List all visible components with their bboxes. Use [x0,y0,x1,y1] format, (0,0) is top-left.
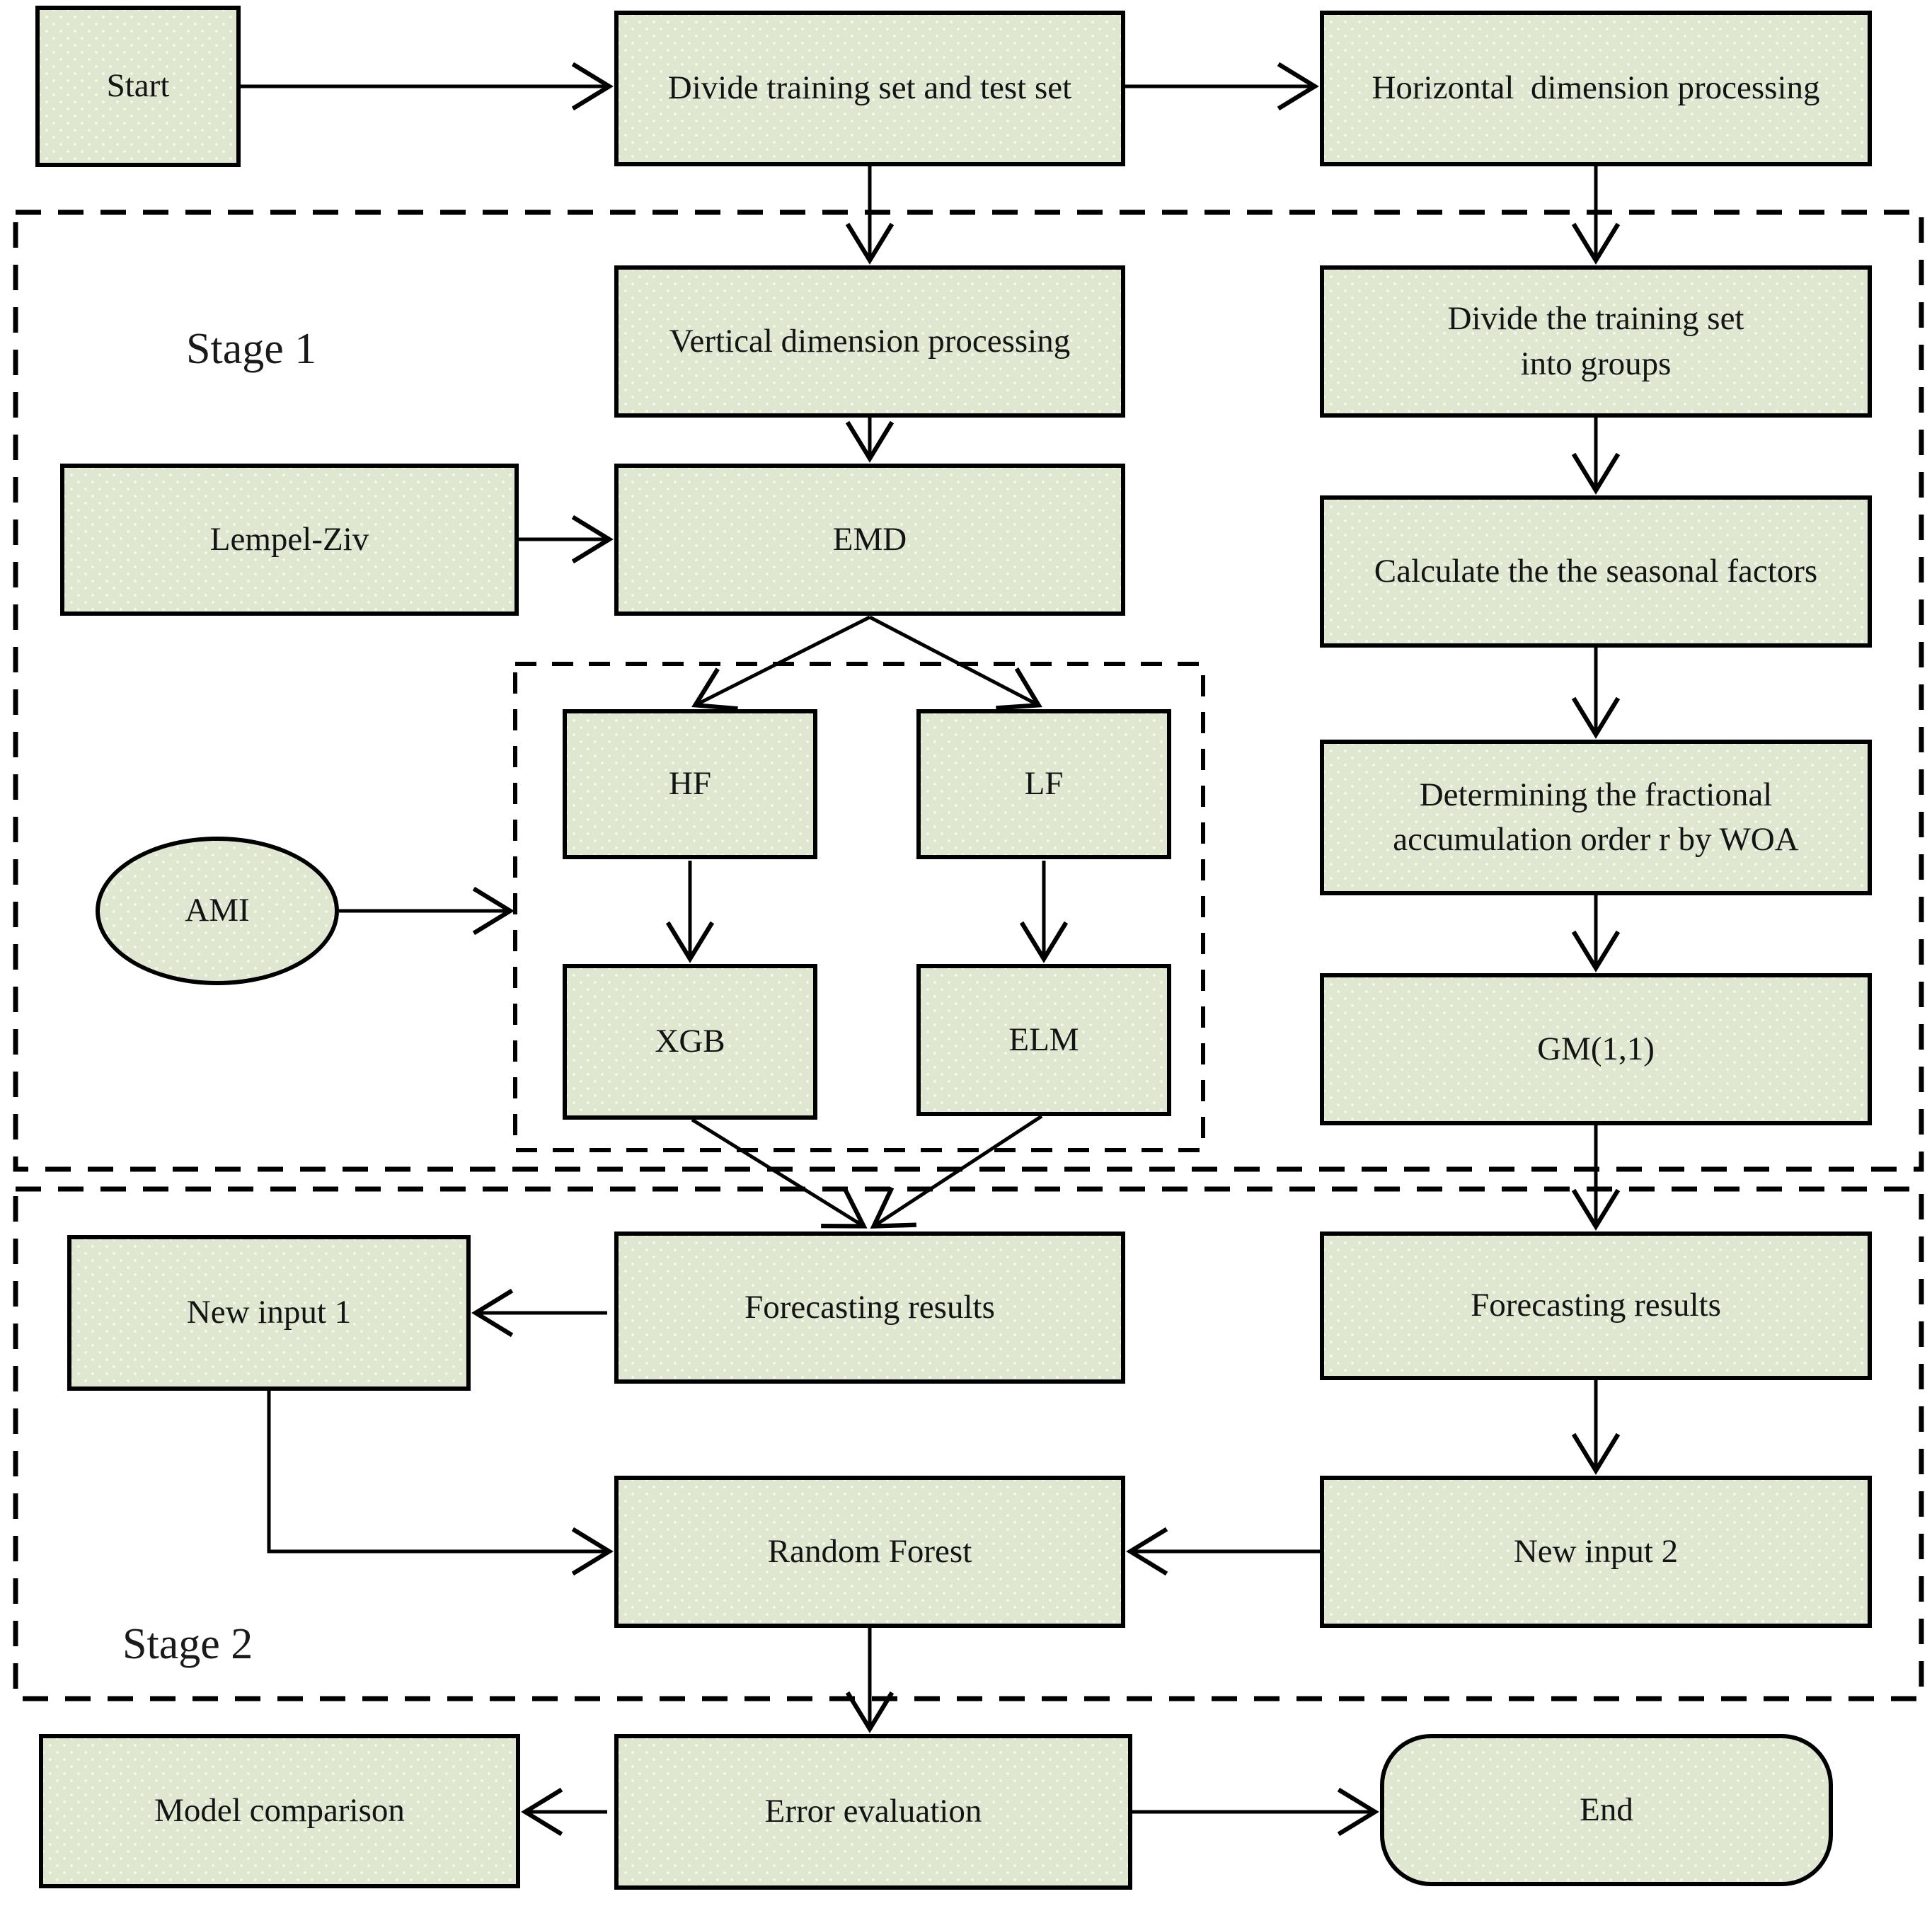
arrow-elm-to-forecasting [870,1114,1043,1229]
node-emd: EMD [614,464,1125,616]
arrow-emd-to-lf [868,615,1042,711]
stage2-label: Stage 2 [122,1620,253,1668]
node-forecasting-results-right: Forecasting results [1320,1232,1872,1380]
node-vertical-dimension-processing: Vertical dimension processing [614,265,1125,418]
node-horizontal-dimension-processing: Horizontal dimension processing [1320,11,1872,166]
node-random-forest: Random Forest [614,1476,1125,1628]
arrow-xgb-to-forecasting [691,1118,868,1229]
node-forecasting-results-left: Forecasting results [614,1232,1125,1384]
node-new-input-1: New input 1 [67,1235,471,1391]
node-divide-training-test: Divide training set and test set [614,11,1125,166]
node-hf: HF [563,709,817,859]
arrow-newinput1-to-randomforest [267,1391,614,1576]
stage1-label: Stage 1 [186,325,317,373]
decomposition-dashed-box [513,662,1205,1152]
stage1-dashed-box [13,209,1924,1172]
node-new-input-2: New input 2 [1320,1476,1872,1628]
node-xgb: XGB [563,964,817,1120]
node-divide-training-into-groups: Divide the training set into groups [1320,265,1872,418]
arrow-emd-to-hf [691,615,871,711]
node-gm11: GM(1,1) [1320,973,1872,1125]
node-determining-fractional-order-woa: Determining the fractional accumulation … [1320,740,1872,895]
node-elm: ELM [916,964,1171,1116]
node-start: Start [35,6,241,167]
node-error-evaluation: Error evaluation [614,1734,1132,1890]
node-model-comparison: Model comparison [39,1734,520,1888]
stage2-dashed-box [13,1186,1924,1701]
node-ami-ellipse: AMI [96,837,339,985]
node-lf: LF [916,709,1171,859]
node-end: End [1380,1734,1833,1886]
node-calculate-seasonal-factors: Calculate the the seasonal factors [1320,495,1872,648]
node-lempel-ziv: Lempel-Ziv [60,464,519,616]
